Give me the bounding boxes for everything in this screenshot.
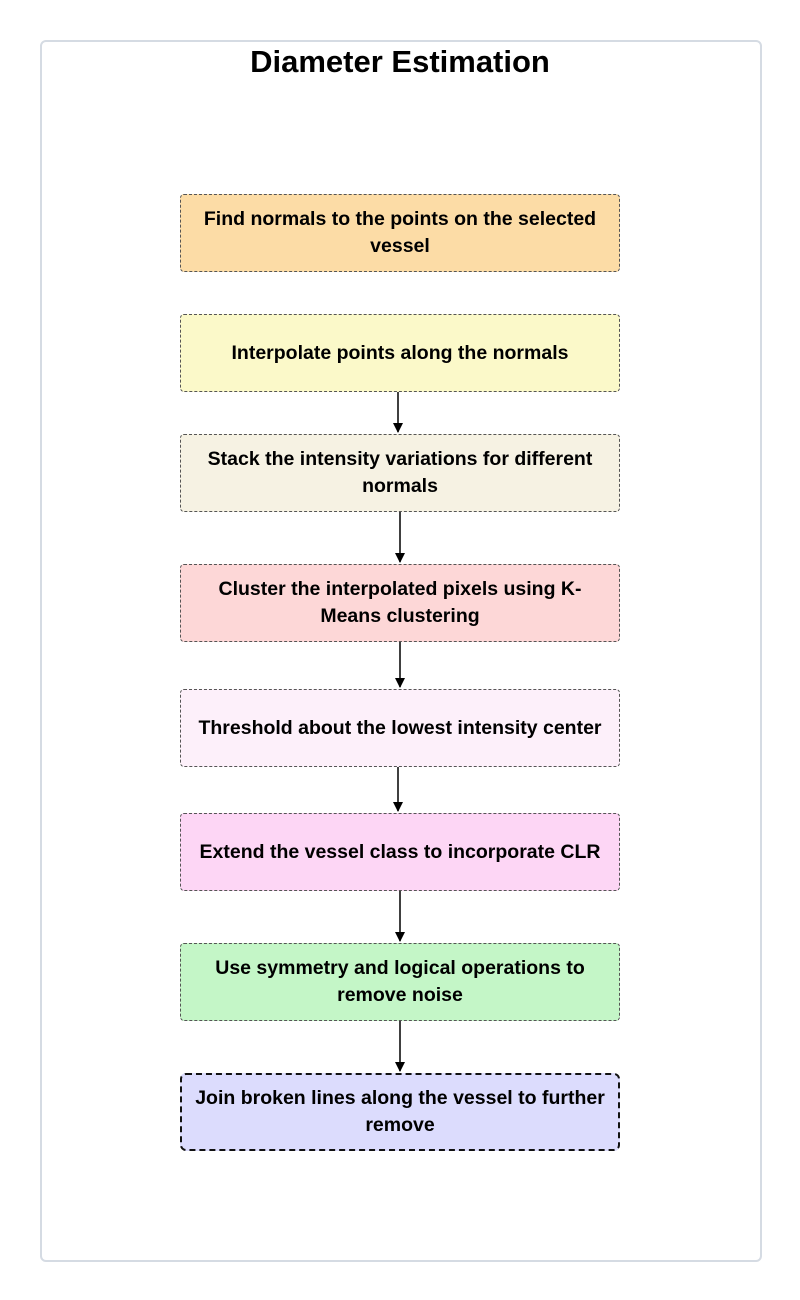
step-remove-noise: Use symmetry and logical operations to r…: [180, 943, 620, 1021]
step-interpolate-points: Interpolate points along the normals: [180, 314, 620, 392]
diagram-title: Diameter Estimation: [250, 44, 550, 79]
step-extend-vessel-class: Extend the vessel class to incorporate C…: [180, 813, 620, 891]
step-join-broken-lines: Join broken lines along the vessel to fu…: [180, 1073, 620, 1151]
step-find-normals: Find normals to the points on the select…: [180, 194, 620, 272]
step-stack-intensity: Stack the intensity variations for diffe…: [180, 434, 620, 512]
step-threshold: Threshold about the lowest intensity cen…: [180, 689, 620, 767]
step-cluster-pixels: Cluster the interpolated pixels using K-…: [180, 564, 620, 642]
